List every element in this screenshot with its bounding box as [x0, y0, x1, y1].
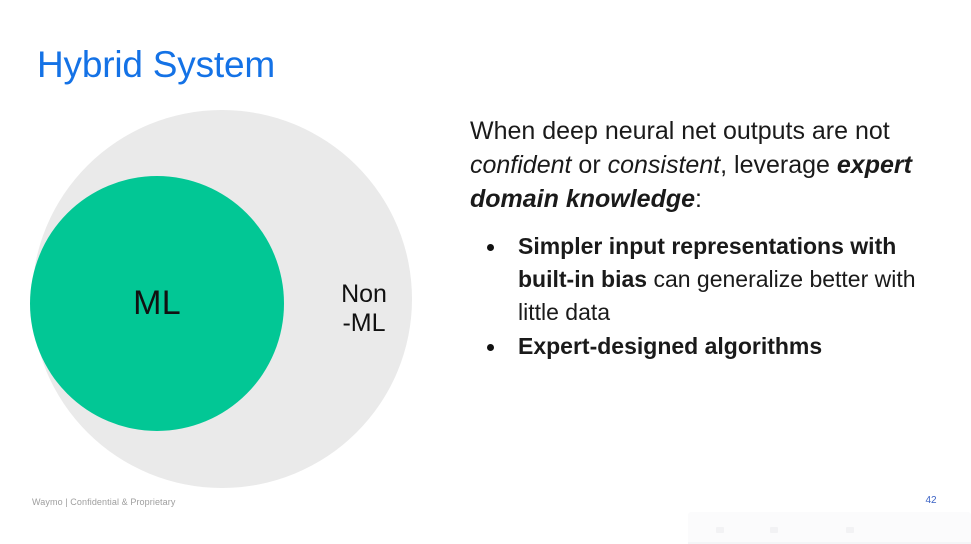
lede-part-1: When deep neural net outputs are not [470, 117, 890, 145]
control-bar-edge [688, 542, 971, 544]
bullet-1-rest: can generalize better with little data [518, 266, 916, 325]
lede-bold-italic-expert-domain-knowledge: expert domain knowledge [470, 151, 912, 213]
page-number: 42 [925, 495, 937, 506]
lede-italic-confident: confident [470, 151, 572, 179]
lede-part-3: , leverage [720, 151, 837, 179]
ml-circle [30, 176, 284, 431]
non-ml-label-line2: -ML [342, 309, 386, 337]
body-column: When deep neural net outputs are not con… [470, 114, 955, 364]
lede-paragraph: When deep neural net outputs are not con… [470, 114, 955, 216]
play-slideshow-icon[interactable] [770, 527, 778, 533]
bullet-1-bold: Simpler input representations with built… [518, 233, 897, 292]
lede-part-4: : [695, 185, 702, 213]
ml-circle-label: ML [133, 284, 181, 322]
ml-vs-non-ml-venn: ML Non -ML [0, 100, 440, 500]
presentation-control-bar[interactable] [688, 512, 971, 544]
previous-slide-icon[interactable] [716, 527, 724, 533]
lede-part-2: or [571, 151, 608, 179]
list-item: Expert-designed algorithms [470, 330, 955, 363]
non-ml-circle-label: Non -ML [316, 280, 412, 338]
lede-italic-consistent: consistent [607, 151, 721, 179]
bullet-dot-icon [487, 244, 494, 251]
list-item: Simpler input representations with built… [470, 230, 955, 329]
bullet-dot-icon [487, 344, 494, 351]
confidentiality-footer: Waymo | Confidential & Proprietary [32, 497, 176, 507]
next-slide-icon[interactable] [846, 527, 854, 533]
non-ml-label-line1: Non [341, 280, 387, 308]
bullet-2-bold: Expert-designed algorithms [518, 333, 823, 359]
page-title: Hybrid System [37, 44, 275, 85]
bullet-list: Simpler input representations with built… [470, 230, 955, 363]
